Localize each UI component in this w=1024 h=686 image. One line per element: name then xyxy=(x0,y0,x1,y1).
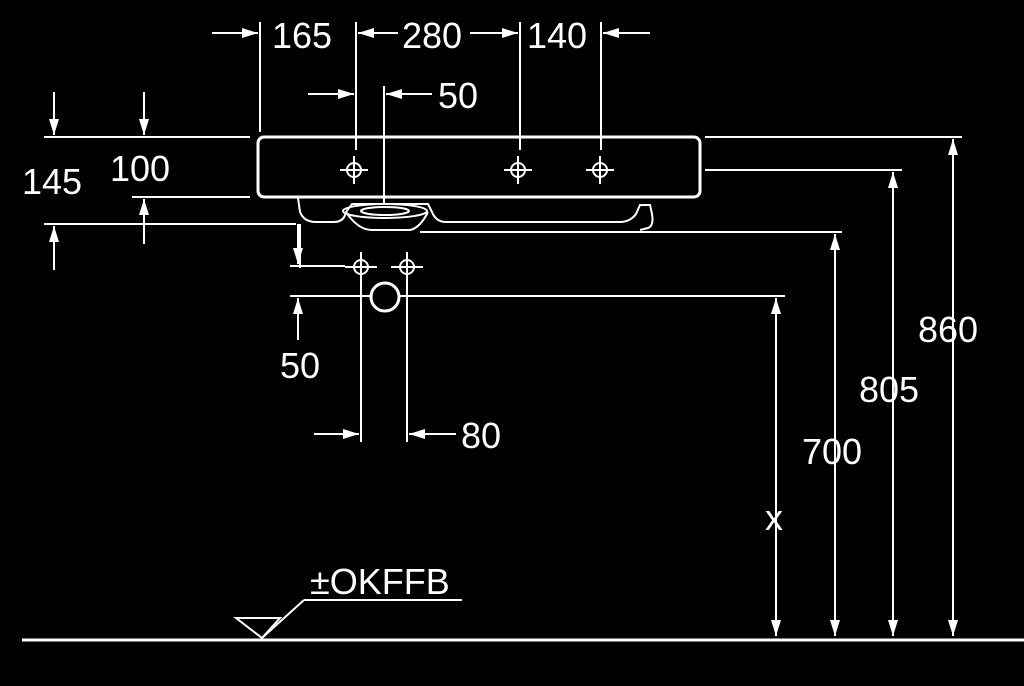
supply-connections xyxy=(345,252,423,283)
dim-100: 100 xyxy=(110,148,170,189)
tap-hole-left xyxy=(340,156,368,184)
dim-50-trap: 50 xyxy=(280,345,320,386)
dim-165: 165 xyxy=(272,15,332,56)
dim-700: 700 xyxy=(802,431,862,472)
basin-body xyxy=(256,135,702,231)
dim-50-top: 50 xyxy=(438,75,478,116)
height-dimension-lines xyxy=(771,139,958,636)
floor-reference-symbol xyxy=(233,599,462,640)
dim-x: x xyxy=(765,497,783,538)
dim-80: 80 xyxy=(461,415,501,456)
dim-805: 805 xyxy=(859,369,919,410)
floor-reference-label: ±OKFFB xyxy=(310,561,450,602)
left-dimension-lines xyxy=(49,92,303,340)
dim-860: 860 xyxy=(918,309,978,350)
trap-width-dimension xyxy=(314,429,456,439)
dim-140: 140 xyxy=(527,15,587,56)
dim-145: 145 xyxy=(22,161,82,202)
dim-280: 280 xyxy=(402,15,462,56)
tap-hole-middle xyxy=(504,156,532,184)
drain-trap xyxy=(369,281,401,313)
tap-hole-right xyxy=(586,156,614,184)
top-dimension-line xyxy=(212,28,650,99)
